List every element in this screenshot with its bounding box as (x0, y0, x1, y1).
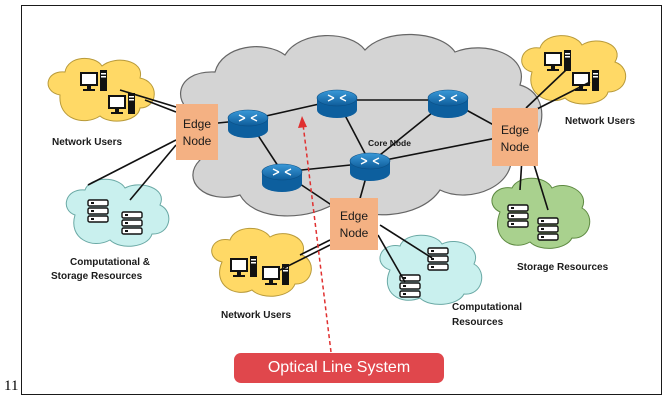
optical-link-arrow (298, 116, 332, 353)
svg-text:Edge: Edge (183, 117, 211, 131)
svg-text:Node: Node (501, 140, 530, 154)
cloud-computational-storage (65, 178, 170, 247)
edge-node-right: Edge Node (492, 108, 538, 166)
optical-line-system-box: Optical Line System (234, 353, 444, 383)
page-number: 11 (4, 378, 19, 394)
svg-text:Node: Node (340, 226, 369, 240)
edge-node-left: Edge Node (176, 104, 218, 160)
core-node-label: Core Node (368, 138, 411, 148)
svg-text:Edge: Edge (340, 209, 368, 223)
cloud-network-users-right (521, 35, 627, 105)
cloud-network-users-left (47, 58, 155, 122)
svg-text:Edge: Edge (501, 123, 529, 137)
router-icon (427, 89, 469, 119)
cloud-storage-resources (491, 177, 591, 249)
cloud-network-users-bottom (211, 227, 312, 297)
router-icon (316, 89, 358, 119)
svg-text:Node: Node (183, 134, 212, 148)
label-comp-storage-2: Storage Resources (51, 271, 143, 282)
router-icon (261, 163, 303, 193)
label-network-users-right: Network Users (565, 116, 635, 127)
label-storage-resources: Storage Resources (517, 262, 609, 273)
label-network-users-bottom: Network Users (221, 310, 291, 321)
router-icon (349, 152, 391, 182)
label-computational-2: Resources (452, 317, 504, 328)
label-network-users-left: Network Users (52, 137, 122, 148)
router-icon (227, 109, 269, 139)
label-computational-1: Computational (452, 302, 522, 313)
label-comp-storage-1: Computational & (70, 257, 150, 268)
cloud-computational-resources (379, 234, 483, 305)
edge-node-bottom: Edge Node (330, 198, 378, 250)
